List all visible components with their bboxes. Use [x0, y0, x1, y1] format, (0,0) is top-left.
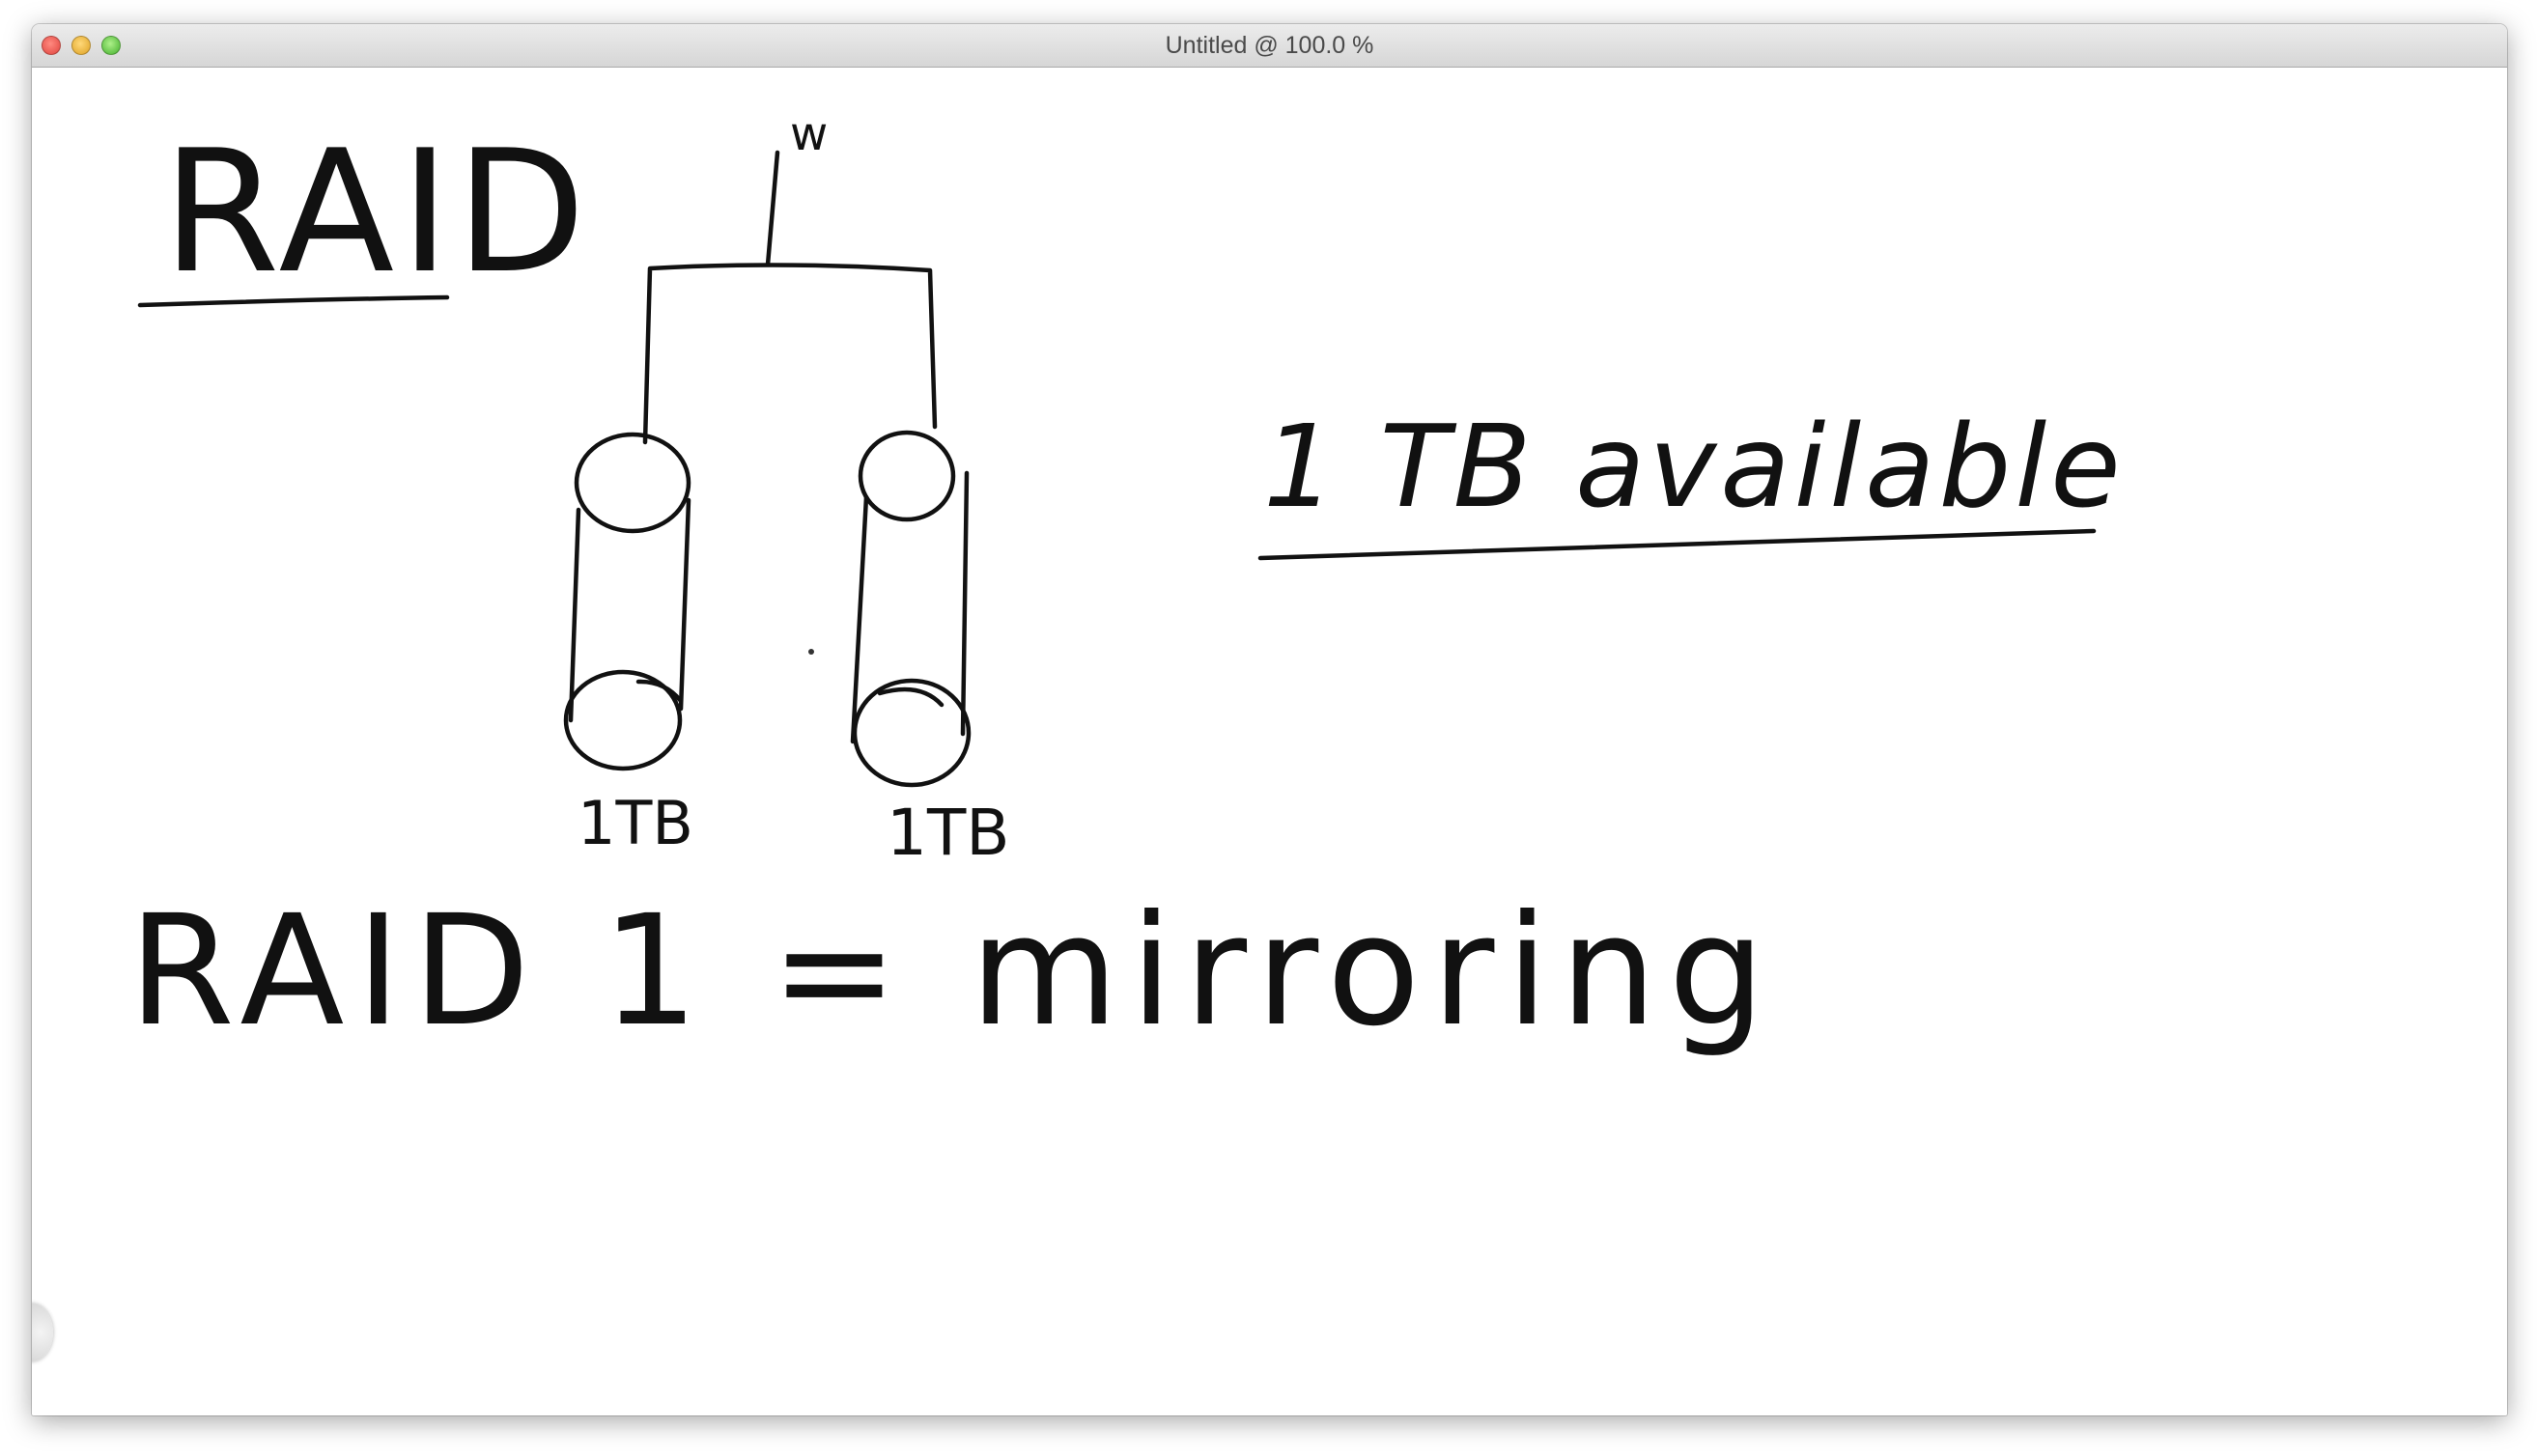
write-label: w [790, 107, 828, 161]
disk-left-icon [563, 432, 691, 771]
disk-left-label: 1TB [578, 788, 693, 858]
disk-right-icon [850, 430, 972, 788]
drawing-canvas[interactable]: RAID w 1TB [32, 68, 2507, 1415]
heading-underline [137, 294, 450, 308]
close-window-button[interactable] [42, 36, 61, 55]
disk-right-label: 1TB [887, 796, 1010, 870]
minimize-window-button[interactable] [71, 36, 91, 55]
write-stem [765, 150, 780, 267]
title-bar[interactable]: Untitled @ 100.0 % [32, 24, 2507, 68]
window-title: Untitled @ 100.0 % [1165, 32, 1374, 59]
ink-dot [808, 649, 814, 655]
whiteboard-svg: RAID w 1TB [128, 107, 2125, 1060]
capacity-note: 1 TB available [1263, 400, 2125, 533]
branch-connector [642, 263, 938, 445]
app-window: Untitled @ 100.0 % RAID w [32, 24, 2507, 1415]
maximize-window-button[interactable] [101, 36, 121, 55]
capacity-underline [1257, 528, 2097, 561]
raid1-definition: RAID 1 = mirroring [128, 882, 1777, 1060]
heading-raid: RAID [162, 115, 592, 311]
side-panel-handle[interactable] [32, 1303, 53, 1361]
